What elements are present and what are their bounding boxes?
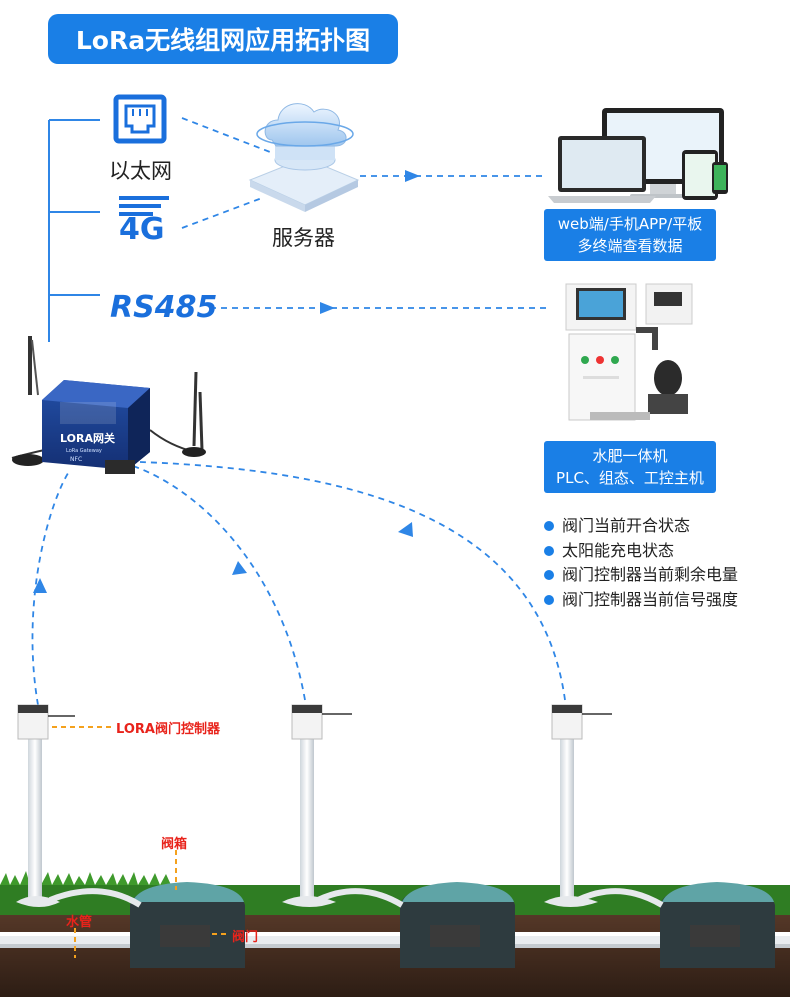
fertigation-machine-icon	[565, 283, 693, 421]
ethernet-label: 以太网	[109, 159, 172, 183]
dashed-links	[31, 117, 566, 706]
bullet-dot-icon	[544, 521, 554, 532]
terminals-line1: web端/手机APP/平板	[557, 215, 703, 233]
gateway-sub: LoRa Gateway	[66, 448, 102, 454]
signal-4g-icon	[119, 196, 169, 216]
terminals-label-box: web端/手机APP/平板 多终端查看数据	[544, 209, 716, 261]
status-item: 阀门控制器当前信号强度	[544, 588, 738, 613]
water-pipe-label: 水管	[66, 915, 93, 930]
status-item: 阀门当前开合状态	[544, 514, 738, 539]
bullet-dot-icon	[544, 545, 554, 556]
terminals-line2: 多终端查看数据	[577, 237, 683, 255]
lora-gateway-icon	[11, 336, 206, 474]
valve-box-label: 阀箱	[161, 837, 188, 852]
ethernet-port-icon	[113, 94, 167, 144]
diagram-title: LoRa无线组网应用拓扑图	[48, 14, 398, 64]
callout-lines	[52, 726, 230, 958]
valve-controller-label: LORA阀门控制器	[116, 722, 220, 737]
fertigation-line1: 水肥一体机	[592, 447, 668, 465]
fertigation-label-box: 水肥一体机 PLC、组态、工控主机	[544, 441, 716, 493]
bullet-dot-icon	[544, 570, 554, 581]
bullet-dot-icon	[544, 594, 554, 605]
gateway-name: LORA网关	[60, 431, 115, 445]
status-list: 阀门当前开合状态 太阳能充电状态 阀门控制器当前剩余电量 阀门控制器当前信号强度	[544, 514, 738, 612]
status-item: 阀门控制器当前剩余电量	[544, 563, 738, 588]
status-item: 太阳能充电状态	[544, 539, 738, 564]
arrowheads	[33, 170, 420, 593]
uplink-bus	[48, 119, 100, 342]
gateway-nfc: NFC	[70, 456, 82, 463]
cloud-server-icon	[248, 103, 360, 212]
valve-controller-icon	[16, 704, 664, 908]
devices-icon	[548, 108, 728, 203]
server-label: 服务器	[272, 226, 335, 250]
rs485-label: RS485	[110, 290, 218, 325]
fertigation-line2: PLC、组态、工控主机	[556, 469, 704, 487]
valve-box-icon	[130, 882, 775, 968]
cellular-label: 4G	[119, 212, 165, 247]
valve-label: 阀门	[232, 930, 259, 945]
